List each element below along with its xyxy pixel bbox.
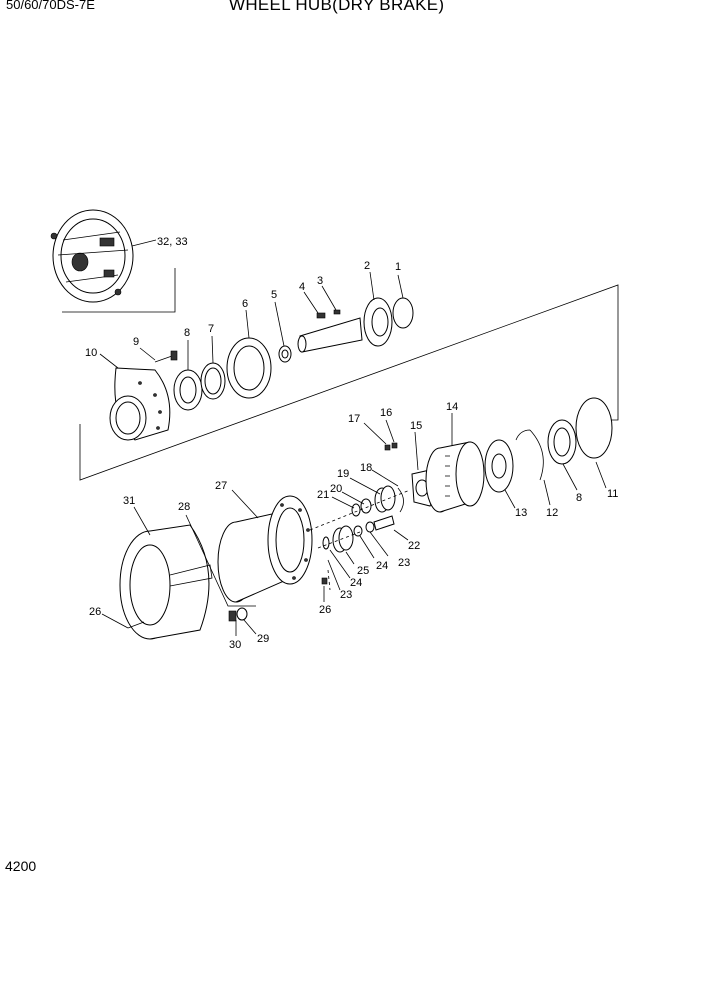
- bearing-race-part: [200, 362, 226, 400]
- snap-ring-part: [397, 487, 404, 513]
- bearing-part: [173, 369, 203, 411]
- callout-15: 15: [410, 420, 422, 432]
- bolt-small-part: [391, 442, 398, 449]
- thrust-washer-part: [322, 536, 330, 550]
- bolt-part-2: [127, 621, 145, 629]
- callout-10: 10: [85, 347, 97, 359]
- callout-7: 7: [208, 323, 214, 335]
- planet-gear-part-2: [374, 485, 396, 513]
- nut-part: [278, 345, 292, 363]
- callout-5: 5: [271, 289, 277, 301]
- callout-26-left: 26: [89, 606, 101, 618]
- callout-23-left: 23: [340, 589, 352, 601]
- callout-21: 21: [317, 489, 329, 501]
- group-boundary: [79, 284, 619, 481]
- needle-bearing-part: [353, 525, 363, 537]
- callout-12: 12: [546, 507, 558, 519]
- callout-3: 3: [317, 275, 323, 287]
- ring-gear-part: [425, 441, 485, 513]
- callout-24-right: 24: [376, 560, 388, 572]
- page-title: WHEEL HUB(DRY BRAKE): [229, 0, 445, 14]
- model-number: 50/60/70DS-7E: [6, 0, 95, 12]
- callout-22: 22: [408, 540, 420, 552]
- callout-14: 14: [446, 401, 458, 413]
- callout-8-upper: 8: [184, 327, 190, 339]
- callout-1: 1: [395, 261, 401, 273]
- washer-part-2: [360, 498, 372, 514]
- callout-17: 17: [348, 413, 360, 425]
- pin-part: [384, 444, 391, 451]
- callout-29: 29: [257, 633, 269, 645]
- retaining-ring-part: [515, 429, 544, 481]
- washer-part-3: [365, 521, 375, 533]
- bolt-part: [154, 350, 178, 363]
- callout-4: 4: [299, 281, 305, 293]
- screw-part: [316, 312, 326, 319]
- plug-part: [333, 309, 341, 315]
- callout-leaders: [99, 271, 607, 636]
- sun-gear-part: [484, 439, 514, 493]
- washer-part: [236, 607, 248, 621]
- hub-drum-part: [217, 495, 313, 603]
- callout-28: 28: [178, 501, 190, 513]
- planet-gear-part: [332, 525, 354, 553]
- callout-20: 20: [330, 483, 342, 495]
- callout-30: 30: [229, 639, 241, 651]
- callout-6: 6: [242, 298, 248, 310]
- callout-16: 16: [380, 407, 392, 419]
- leader-frame: [185, 514, 256, 607]
- seal-ring-part: [575, 397, 613, 459]
- brake-drum-part: [119, 524, 213, 640]
- callout-11: 11: [607, 488, 618, 500]
- leader-line: [131, 239, 157, 247]
- spindle-part: [297, 297, 393, 353]
- callout-24-left: 24: [350, 577, 362, 589]
- callout-23-right: 23: [398, 557, 410, 569]
- brake-assembly-part: [50, 209, 134, 303]
- frame-line: [62, 268, 176, 313]
- callout-8-lower: 8: [576, 492, 582, 504]
- callout-2: 2: [364, 260, 370, 272]
- callout-26-right: 26: [319, 604, 331, 616]
- seal-part: [226, 337, 272, 399]
- callout-13: 13: [515, 507, 527, 519]
- nut-part-2: [228, 610, 237, 622]
- callout-31: 31: [123, 495, 135, 507]
- spacer-part: [351, 503, 361, 517]
- hub-carrier-part: [109, 367, 171, 441]
- callout-25: 25: [357, 565, 369, 577]
- o-ring-part: [392, 297, 414, 329]
- page-number: 4200: [5, 858, 37, 874]
- bearing-part-2: [547, 419, 577, 465]
- callout-18: 18: [360, 462, 372, 474]
- planet-pin-part: [373, 515, 395, 531]
- callout-19: 19: [337, 468, 349, 480]
- callout-9: 9: [133, 336, 139, 348]
- plug-part-2: [321, 577, 328, 585]
- callout-labels: 1 2 3 4 5 6 7 8 9 10 32, 33 14 16 17 15 …: [85, 236, 618, 651]
- callout-27: 27: [215, 480, 227, 492]
- callout-32-33: 32, 33: [157, 236, 188, 248]
